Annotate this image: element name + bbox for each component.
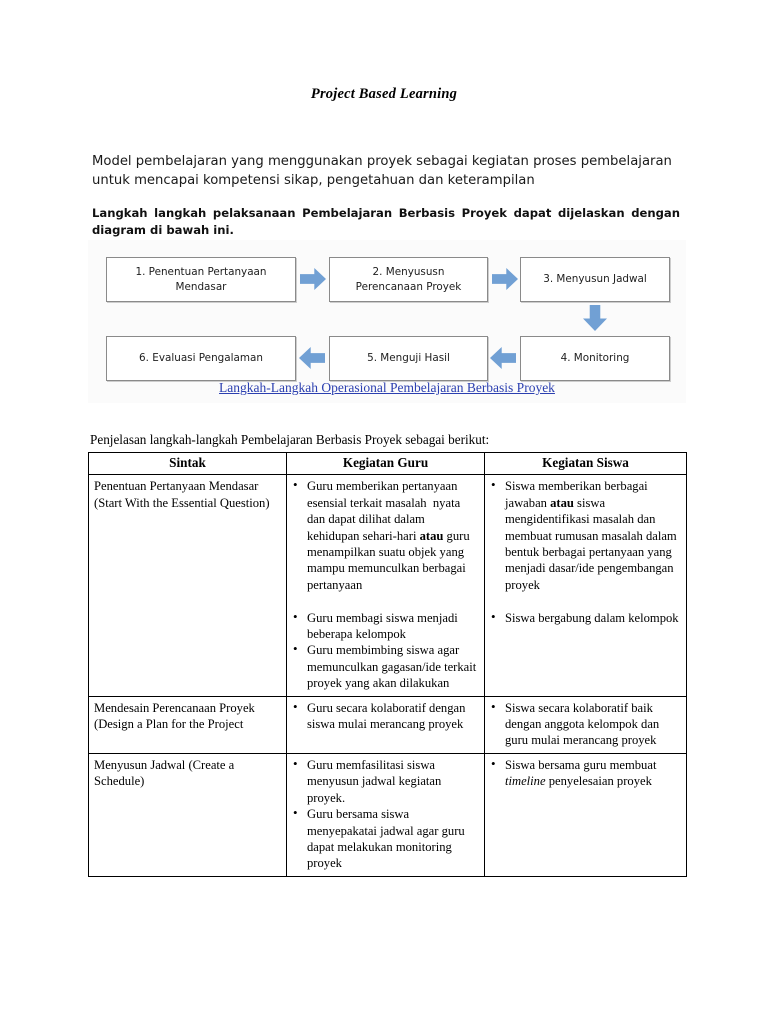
arrow-right-step1-to-step2: [300, 268, 326, 290]
list-item: Siswa secara kolaboratif baik dengan ang…: [490, 699, 681, 749]
diagram-box-step-2: 2. Menyususn Perencanaan Proyek: [329, 257, 488, 302]
bullet-list-siswa-1a: Siswa memberikan berbagai jawaban atau s…: [490, 477, 681, 593]
table-header-row: Sintak Kegiatan Guru Kegiatan Siswa: [88, 451, 687, 476]
list-item: Guru memberikan pertanyaan esensial terk…: [292, 477, 479, 593]
arrow-left-step5-to-step6: [299, 347, 325, 369]
list-item: Guru bersama siswa menyepakatai jadwal a…: [292, 805, 479, 872]
diagram-box-step-1-line1: 1. Penentuan Pertanyaan: [135, 265, 267, 278]
list-item: Guru secara kolaboratif dengan siswa mul…: [292, 699, 479, 733]
table-row: Penentuan Pertanyaan Mendasar (Start Wit…: [88, 474, 687, 697]
table-header-sintak: Sintak: [88, 451, 287, 476]
sintak-table: Sintak Kegiatan Guru Kegiatan Siswa Pene…: [88, 451, 687, 877]
diagram-box-step-1: 1. Penentuan Pertanyaan Mendasar: [106, 257, 296, 302]
diagram-box-step-4: 4. Monitoring: [520, 336, 670, 381]
list-item: Guru memfasilitasi siswa menyusun jadwal…: [292, 756, 479, 806]
list-item: Siswa bergabung dalam kelompok: [490, 609, 681, 626]
bullet-list-guru-1b: Guru membagi siswa menjadi beberapa kelo…: [292, 609, 479, 692]
arrow-left-step4-to-step5: [490, 347, 516, 369]
table-header-kegiatan-guru: Kegiatan Guru: [286, 451, 485, 476]
cell-siswa-3: Siswa bersama guru membuat timeline peny…: [484, 752, 687, 877]
diagram-box-step-2-line2: Perencanaan Proyek: [355, 280, 462, 293]
diagram-box-step-6: 6. Evaluasi Pengalaman: [106, 336, 296, 381]
cell-sintak-1: Penentuan Pertanyaan Mendasar (Start Wit…: [88, 474, 287, 697]
diagram-box-step-6-line1: 6. Evaluasi Pengalaman: [139, 352, 263, 364]
process-diagram: 1. Penentuan Pertanyaan Mendasar 2. Meny…: [88, 240, 686, 403]
cell-siswa-2: Siswa secara kolaboratif baik dengan ang…: [484, 695, 687, 754]
cell-guru-2: Guru secara kolaboratif dengan siswa mul…: [286, 695, 485, 754]
diagram-box-step-4-line1: 4. Monitoring: [560, 352, 630, 364]
diagram-box-step-5-line1: 5. Menguji Hasil: [367, 352, 450, 364]
bullet-list-siswa-3: Siswa bersama guru membuat timeline peny…: [490, 756, 681, 790]
cell-guru-3: Guru memfasilitasi siswa menyusun jadwal…: [286, 752, 485, 877]
bullet-list-guru-2: Guru secara kolaboratif dengan siswa mul…: [292, 699, 479, 733]
diagram-box-step-1-line2: Mendasar: [175, 280, 227, 293]
bullet-list-siswa-2: Siswa secara kolaboratif baik dengan ang…: [490, 699, 681, 749]
diagram-box-step-5: 5. Menguji Hasil: [329, 336, 488, 381]
table-intro-text: Penjelasan langkah-langkah Pembelajaran …: [90, 432, 490, 447]
cell-siswa-1: Siswa memberikan berbagai jawaban atau s…: [484, 474, 687, 697]
bullet-list-guru-3: Guru memfasilitasi siswa menyusun jadwal…: [292, 756, 479, 872]
list-item: Guru membimbing siswa agar memunculkan g…: [292, 641, 479, 691]
list-item: Siswa bersama guru membuat timeline peny…: [490, 756, 681, 790]
table-row: Menyusun Jadwal (Create a Schedule) Guru…: [88, 752, 687, 877]
table-row: Mendesain Perencanaan Proyek (Design a P…: [88, 695, 687, 754]
bullet-list-siswa-1b: Siswa bergabung dalam kelompok: [490, 609, 681, 626]
cell-sintak-2: Mendesain Perencanaan Proyek (Design a P…: [88, 695, 287, 754]
bullet-list-guru-1a: Guru memberikan pertanyaan esensial terk…: [292, 477, 479, 593]
sintak-table-wrapper: Sintak Kegiatan Guru Kegiatan Siswa Pene…: [88, 451, 687, 877]
arrow-right-step2-to-step3: [492, 268, 518, 290]
page-title: Project Based Learning: [310, 86, 458, 102]
arrow-down-step3-to-step4: [583, 305, 607, 331]
diagram-box-step-3-line1: 3. Menyusun Jadwal: [543, 273, 647, 285]
cell-guru-1: Guru memberikan pertanyaan esensial terk…: [286, 474, 485, 697]
list-item: Siswa memberikan berbagai jawaban atau s…: [490, 477, 681, 593]
diagram-box-step-2-line1: 2. Menyususn: [372, 265, 445, 278]
table-header-kegiatan-siswa: Kegiatan Siswa: [484, 451, 687, 476]
diagram-caption: Langkah-Langkah Operasional Pembelajaran…: [88, 380, 686, 396]
diagram-box-step-3: 3. Menyusun Jadwal: [520, 257, 670, 302]
bold-instruction-paragraph: Langkah langkah pelaksanaan Pembelajaran…: [92, 206, 680, 237]
list-item: Guru membagi siswa menjadi beberapa kelo…: [292, 609, 479, 643]
diagram-caption-link[interactable]: Langkah-Langkah Operasional Pembelajaran…: [219, 380, 555, 395]
cell-sintak-3: Menyusun Jadwal (Create a Schedule): [88, 752, 287, 877]
intro-paragraph: Model pembelajaran yang menggunakan proy…: [92, 154, 672, 188]
